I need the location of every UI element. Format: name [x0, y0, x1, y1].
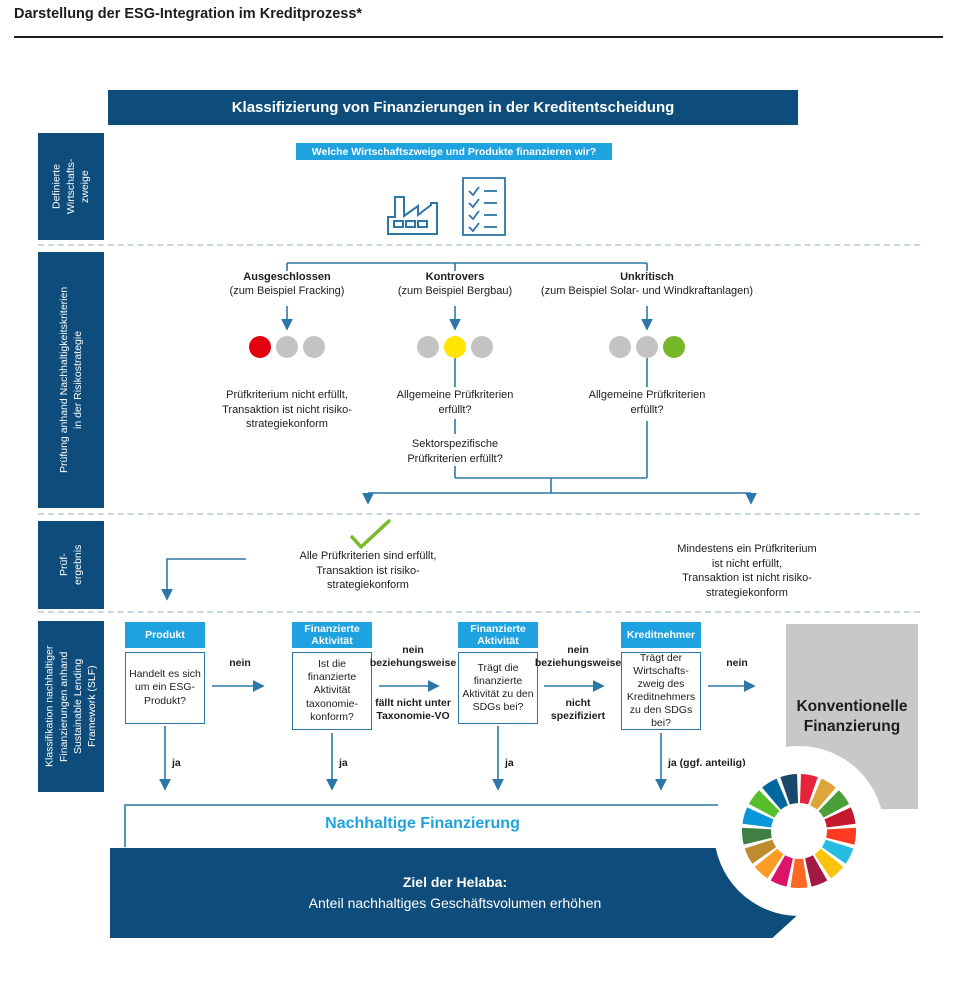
yes-label-1: ja: [172, 757, 181, 769]
screening-col-ausgeschlossen: Ausgeschlossen (zum Beispiel Fracking): [187, 270, 387, 299]
traffic-dot: [249, 336, 271, 358]
sidebar-item-pruefung: Prüfung anhand Nachhaltigkeitskriterien …: [38, 252, 104, 508]
yes-label-3: ja: [505, 757, 514, 769]
traffic-dot: [471, 336, 493, 358]
title-divider: [14, 36, 943, 38]
traffic-dot: [303, 336, 325, 358]
traffic-dot: [417, 336, 439, 358]
separator-2: [38, 513, 920, 515]
no-label-1: nein: [229, 657, 251, 669]
screening-col-unkritisch: Unkritisch (zum Beispiel Solar- und Wind…: [497, 270, 797, 299]
result-negative: Mindestens ein Prüfkriterium ist nicht e…: [677, 543, 817, 599]
question-badge-label: Welche Wirtschaftszweige und Produkte fi…: [311, 145, 597, 158]
traffic-dot: [444, 336, 466, 358]
slf-question-produkt: Handelt es sich um ein ESG- Produkt?: [125, 652, 205, 724]
section-header-bar: Klassifizierung von Finanzierungen in de…: [108, 90, 798, 125]
screening-col-subtitle: (zum Beispiel Fracking): [229, 285, 345, 298]
screening-result-unkritisch: Allgemeine Prüfkriterien erfüllt?: [588, 389, 706, 416]
question-badge: Welche Wirtschaftszweige und Produkte fi…: [296, 143, 612, 160]
factory-icon: [387, 196, 438, 235]
page-title: Darstellung der ESG-Integration im Kredi…: [14, 6, 363, 22]
slf-question-sdg-aktivitaet: Trägt die finanzierte Aktivität zu den S…: [458, 652, 538, 724]
sustainable-financing-label: Nachhaltige Finanzierung: [325, 815, 520, 832]
goal-line2: Anteil nachhaltiges Geschäftsvolumen erh…: [308, 895, 602, 911]
screening-col-title: Kontrovers: [425, 271, 485, 283]
screening-col-title: Unkritisch: [620, 271, 674, 283]
screening-col-subtitle: (zum Beispiel Bergbau): [397, 285, 513, 298]
section-header-title: Klassifizierung von Finanzierungen in de…: [231, 99, 675, 116]
no-label-4: nein: [726, 657, 748, 669]
check-icon: [350, 519, 391, 549]
separator-1: [38, 244, 920, 246]
yes-label-4: ja (ggf. anteilig): [668, 757, 746, 769]
traffic-dot: [276, 336, 298, 358]
traffic-dot: [609, 336, 631, 358]
separator-3: [38, 611, 920, 613]
screening-result-ausgeschlossen: Prüfkriterium nicht erfüllt, Transaktion…: [222, 389, 352, 431]
positive-branch-elbow: [161, 558, 246, 601]
slf-header-produkt: Produkt: [125, 622, 205, 648]
sidebar-item-klassifikation: Klassifikation nachhaltiger Finanzierung…: [38, 621, 104, 792]
slf-header-finanzierte-aktivitaet-1: Finanzierte Aktivität: [292, 622, 372, 648]
yes-label-2: ja: [339, 757, 348, 769]
no-label-3-bottom: nicht spezifiziert: [550, 697, 606, 722]
result-positive: Alle Prüfkriterien sind erfüllt, Transak…: [299, 550, 437, 592]
slf-header-finanzierte-aktivitaet-2: Finanzierte Aktivität: [458, 622, 538, 648]
conventional-financing-box: Konventionelle Finanzierung: [786, 624, 918, 809]
no-label-2-top: nein beziehungsweise: [369, 644, 457, 669]
traffic-dot: [636, 336, 658, 358]
no-label-2-bottom: fällt nicht unter Taxonomie-VO: [375, 697, 451, 722]
sidebar-item-wirtschaftszweige: Definierte Wirtschafts- zweige: [38, 133, 104, 240]
slf-question-sdg-kreditnehmer: Trägt der Wirtschafts- zweig des Kreditn…: [621, 652, 701, 730]
goal-line1: Ziel der Helaba:: [402, 874, 508, 890]
traffic-dot: [663, 336, 685, 358]
screening-col-subtitle: (zum Beispiel Solar- und Windkraftanlage…: [540, 285, 754, 298]
screening-followup-kontrovers: Sektorspezifische Prüfkriterien erfüllt?: [407, 438, 503, 465]
slf-question-taxonomie: Ist die finanzierte Aktivität taxonomie-…: [292, 652, 372, 730]
screening-result-kontrovers: Allgemeine Prüfkriterien erfüllt?: [396, 389, 514, 416]
goal-bar: Ziel der Helaba: Anteil nachhaltiges Ges…: [110, 848, 800, 938]
screening-col-title: Ausgeschlossen: [243, 271, 331, 283]
screening-col-kontrovers: Kontrovers (zum Beispiel Bergbau): [355, 270, 555, 299]
checklist-icon: [462, 177, 506, 236]
sidebar-item-pruefergebnis: Prüf- ergebnis: [38, 521, 104, 609]
slf-header-kreditnehmer: Kreditnehmer: [621, 622, 701, 648]
no-label-3-top: nein beziehungsweise: [534, 644, 622, 669]
